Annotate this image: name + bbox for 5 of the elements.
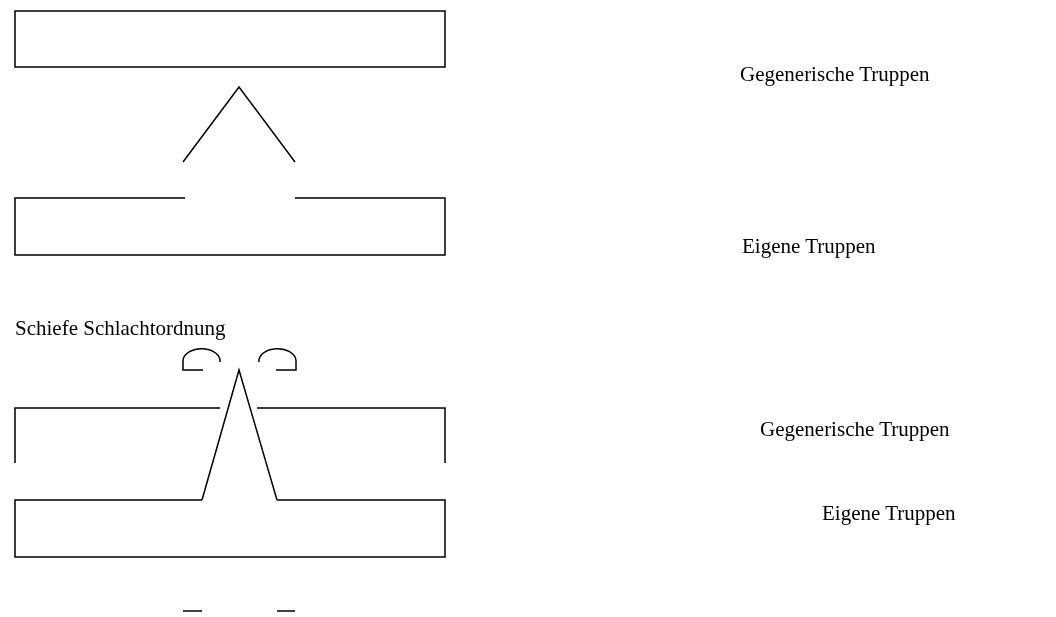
unit-label: Gegenerische Truppen (740, 64, 930, 85)
unit-label: Eigene Truppen (742, 236, 876, 257)
unit-label: Gegenerische Truppen (760, 419, 950, 440)
unit-label: Eigene Truppen (822, 503, 956, 524)
section-heading: Schiefe Schlachtordnung (15, 318, 226, 339)
